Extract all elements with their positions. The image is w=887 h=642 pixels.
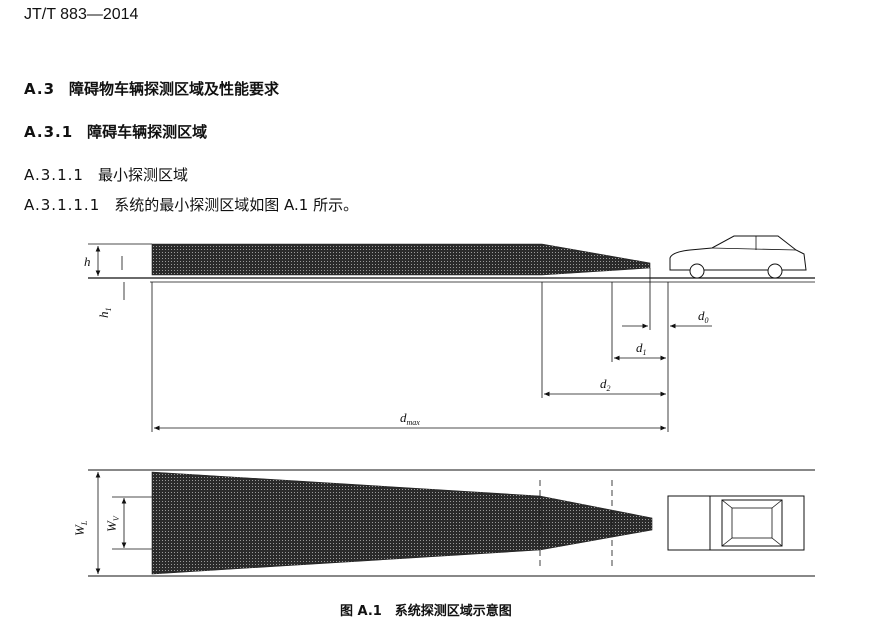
car-top-icon <box>667 495 805 551</box>
d0-label: d0 <box>698 308 709 325</box>
section-a311-heading: A.3.1.1 最小探测区域 <box>24 164 188 185</box>
section-number: A.3 <box>24 80 56 98</box>
top-view: WL WV <box>72 469 815 577</box>
wl-label: WL <box>72 520 89 536</box>
figure-caption: 图 A.1 系统探测区域示意图 <box>340 604 512 619</box>
h-label: h <box>84 254 91 269</box>
section-title: 最小探测区域 <box>97 166 188 184</box>
section-number: A.3.1 <box>24 123 74 141</box>
section-a3111-text: A.3.1.1.1 系统的最小探测区域如图 A.1 所示。 <box>24 194 358 215</box>
section-number: A.3.1.1 <box>24 166 84 184</box>
section-body: 系统的最小探测区域如图 A.1 所示。 <box>114 196 359 214</box>
car-side-icon <box>669 235 807 279</box>
section-a31-heading: A.3.1 障碍车辆探测区域 <box>24 121 207 142</box>
detection-zone-top <box>151 471 653 575</box>
section-title: 障碍物车辆探测区域及性能要求 <box>69 80 280 98</box>
dmax-label: dmax <box>400 410 420 427</box>
section-a3-heading: A.3 障碍物车辆探测区域及性能要求 <box>24 78 279 99</box>
section-title: 障碍车辆探测区域 <box>87 123 208 141</box>
wv-label: WV <box>104 515 121 532</box>
h1-label: h1 <box>96 308 113 319</box>
side-view: h h1 d0 d1 d2 dmax <box>84 235 815 432</box>
document-code: JT/T 883—2014 <box>24 6 139 23</box>
section-number: A.3.1.1.1 <box>24 196 101 214</box>
d2-label: d2 <box>600 376 611 393</box>
detection-zone-side <box>151 243 651 276</box>
d1-label: d1 <box>636 340 647 357</box>
